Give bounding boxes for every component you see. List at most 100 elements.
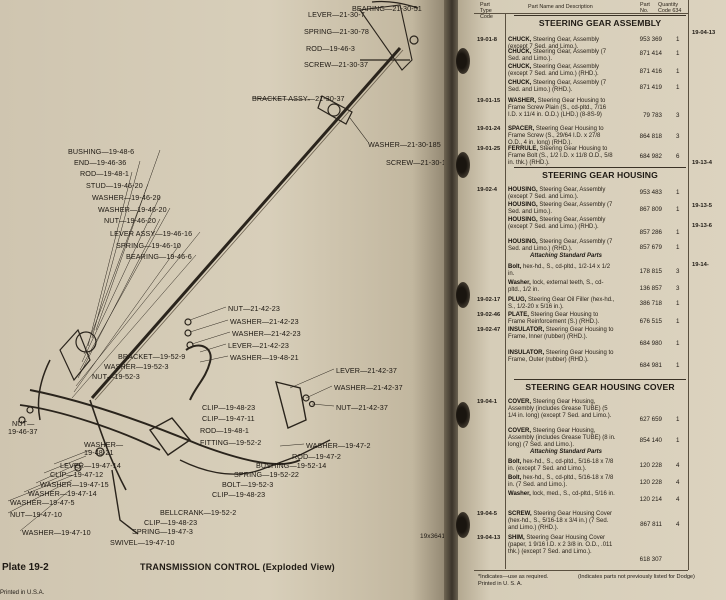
- quantity: 1: [676, 340, 680, 347]
- quantity: 1: [676, 318, 680, 325]
- section-rule: [514, 167, 686, 168]
- part-name: CHUCK,: [508, 64, 532, 70]
- part-callout: END—19-46-36: [74, 158, 127, 167]
- part-number: 684 980: [639, 340, 662, 347]
- next-page-code: 19-13-4: [692, 160, 712, 166]
- part-callout: BUSHING—19-48-6: [68, 147, 135, 156]
- header-rule: [474, 13, 688, 14]
- part-detail: lock, external teeth, S., cd-pltd., 1/2 …: [508, 280, 604, 294]
- part-type-code: 19-02-46: [477, 312, 501, 318]
- part-detail: Steering Gear, Assembly (except 7 Sed. a…: [508, 187, 606, 201]
- part-name: CHUCK,: [508, 80, 532, 86]
- part-detail: Steering Gear, Assembly (7 Sed. and Limo…: [508, 80, 607, 94]
- part-detail: Steering Gear Housing to Frame Reinforce…: [508, 312, 600, 326]
- quantity: 3: [676, 112, 680, 119]
- part-callout: LEVER—21-42-23: [228, 341, 289, 350]
- quantity: 3: [676, 268, 680, 275]
- part-name: HOUSING,: [508, 187, 538, 193]
- part-number: 120 214: [639, 496, 662, 503]
- col-header-desc: Part Name and Description: [528, 4, 593, 10]
- column-rule: [688, 0, 689, 570]
- part-type-code: 19-01-15: [477, 98, 501, 104]
- next-page-code: 19-13-6: [692, 223, 712, 229]
- part-name: CHUCK,: [508, 37, 532, 43]
- part-callout: WASHER—21-42-37: [334, 383, 403, 392]
- quantity: 3: [676, 133, 680, 140]
- part-detail: Steering Gear Housing, Assembly (include…: [508, 428, 616, 449]
- section-rule: [514, 15, 686, 16]
- part-number: 136 857: [639, 285, 662, 292]
- part-description: CHUCK, Steering Gear, Assembly (7 Sed. a…: [508, 80, 616, 94]
- part-callout: WASHER—19-47-14: [28, 489, 97, 498]
- part-description: CHUCK, Steering Gear, Assembly (7 Sed. a…: [508, 49, 616, 63]
- part-number: 684 981: [639, 362, 662, 369]
- part-name: HOUSING,: [508, 202, 538, 208]
- part-description: Bolt, hex-hd., S., cd-pltd., 1/2-14 x 1/…: [508, 264, 616, 278]
- part-description: HOUSING, Steering Gear, Assembly (7 Sed.…: [508, 202, 616, 216]
- part-callout: WASHER—19-47-15: [40, 480, 109, 489]
- part-number: 386 718: [639, 300, 662, 307]
- part-detail: Steering Gear Housing to Frame Screw Pla…: [508, 98, 607, 119]
- part-detail: Steering Gear, Assembly (except 7 Sed. a…: [508, 37, 600, 51]
- part-detail: Steering Gear Housing to Frame Bolt (S.,…: [508, 146, 613, 167]
- part-detail: Steering Gear Housing to Frame, Outer (r…: [508, 350, 614, 364]
- quantity: 3: [676, 285, 680, 292]
- part-number: 864 818: [639, 133, 662, 140]
- part-number: 871 419: [639, 84, 662, 91]
- part-number: 79 783: [643, 112, 662, 119]
- part-type-code: 19-04-13: [477, 535, 501, 541]
- part-callout: WASHER—19-52-3: [104, 362, 169, 371]
- quantity: 4: [676, 496, 680, 503]
- part-name: INSULATOR,: [508, 327, 545, 333]
- part-callout: LEVER—21-42-37: [336, 366, 397, 375]
- part-detail: hex-hd., S., cd-pltd., 5/16-18 x 7/8 in.…: [508, 475, 614, 489]
- part-name: HOUSING,: [508, 217, 538, 223]
- col-header-code: Part Type Code: [480, 2, 493, 20]
- part-callout: SPRING—19-52-22: [234, 470, 300, 479]
- subheader: Attaching Standard Parts: [530, 253, 603, 259]
- quantity: 1: [676, 362, 680, 369]
- part-type-code: 19-01-25: [477, 146, 501, 152]
- plate-number: Plate 19-2: [2, 562, 49, 573]
- part-description: INSULATOR, Steering Gear Housing to Fram…: [508, 350, 616, 364]
- part-callout: LEVER—19-47-14: [60, 461, 121, 470]
- part-callout: SCREW—21-30-37: [304, 60, 369, 69]
- part-detail: Steering Gear Housing Cover (paper, 1 9/…: [508, 535, 613, 556]
- part-number: 953 483: [639, 189, 662, 196]
- part-callout: BRACKET ASSY—21-30-37: [252, 94, 345, 103]
- part-name: COVER,: [508, 428, 532, 434]
- part-description: INSULATOR, Steering Gear Housing to Fram…: [508, 327, 616, 341]
- part-detail: Steering Gear Oil Filler (hex-hd., S., 1…: [508, 297, 615, 311]
- part-callout: BEARING—21-30-51: [352, 4, 422, 13]
- part-name: Washer,: [508, 280, 531, 286]
- part-callout: NUT—19-47-10: [10, 510, 62, 519]
- quantity: 1: [676, 68, 680, 75]
- quantity: 1: [676, 84, 680, 91]
- quantity: 4: [676, 462, 680, 469]
- part-description: SCREW, Steering Gear Housing Cover (hex-…: [508, 511, 616, 533]
- binder-hole: [456, 402, 470, 428]
- part-callout: ROD—19-48-1: [80, 169, 130, 178]
- part-name: SHIM,: [508, 535, 525, 541]
- part-number: 857 679: [639, 244, 662, 251]
- plate-code: 19x3641: [420, 533, 445, 540]
- part-callout: SCREW—21-30-183: [386, 158, 455, 167]
- part-name: CHUCK,: [508, 49, 532, 55]
- binder-hole: [456, 282, 470, 308]
- part-number: 867 809: [639, 206, 662, 213]
- part-type-code: 19-02-17: [477, 297, 501, 303]
- part-callout: NUT—19-52-3: [92, 372, 140, 381]
- col-header-qty: Quantity Code 634: [658, 2, 682, 14]
- part-number: 857 286: [639, 229, 662, 236]
- part-callout: SPRING—19-46-10: [116, 241, 182, 250]
- part-detail: Steering Gear Housing Cover (hex-hd., S.…: [508, 511, 613, 532]
- quantity: 4: [676, 479, 680, 486]
- quantity: 1: [676, 437, 680, 444]
- quantity: 4: [676, 521, 680, 528]
- part-callout: SPRING—19-47-3: [132, 527, 193, 536]
- part-callout: WASHER—19-47-5: [10, 498, 75, 507]
- part-detail: Steering Gear Housing to Frame, Inner (r…: [508, 327, 614, 341]
- part-callout: LEVER—21-30-7: [308, 10, 365, 19]
- part-callout: BOLT—19-52-3: [222, 480, 274, 489]
- part-description: Bolt, hex-hd., S., cd-pltd., 5/16-18 x 7…: [508, 459, 616, 473]
